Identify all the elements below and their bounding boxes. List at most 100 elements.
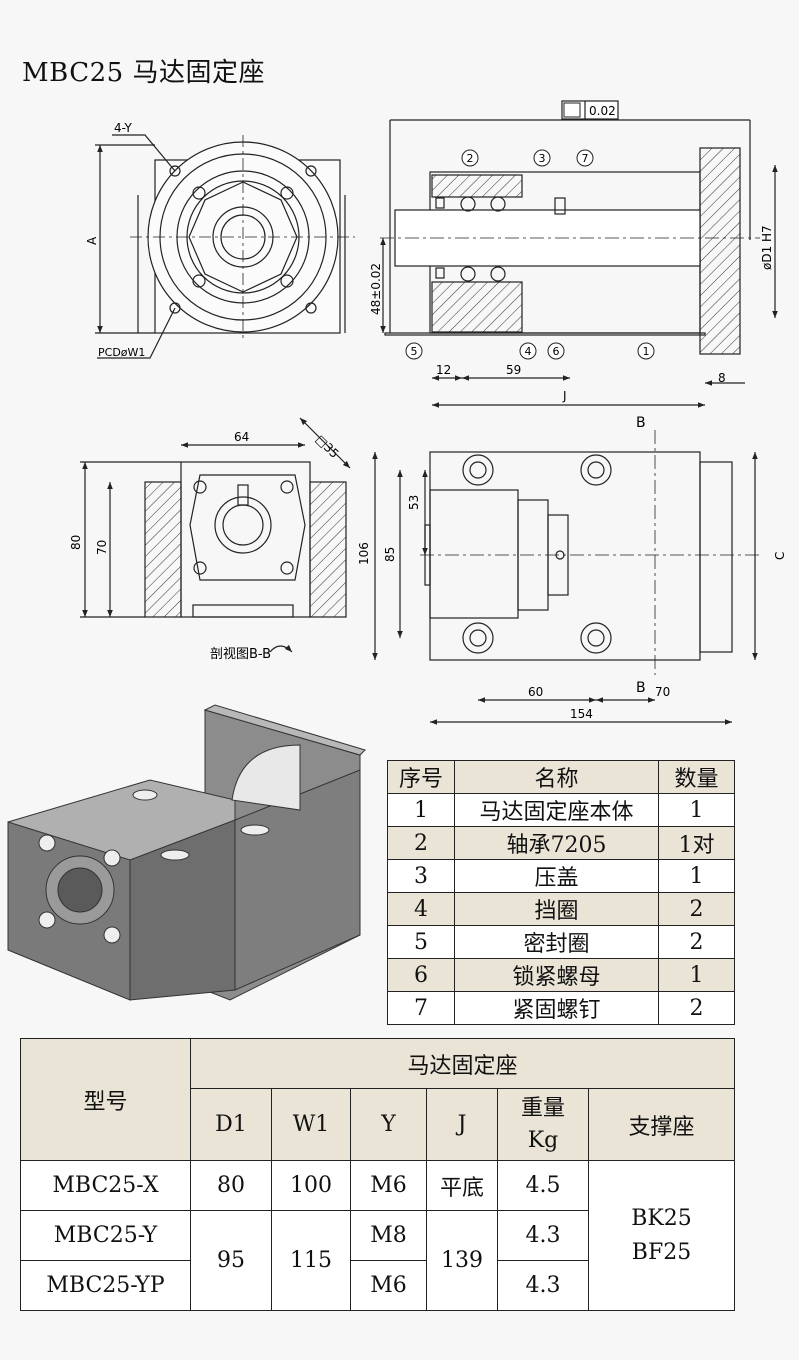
- parts-cell: 紧固螺钉: [454, 991, 659, 1025]
- table-row: 3 压盖 1: [387, 859, 735, 893]
- parts-cell: 1: [387, 793, 455, 827]
- parts-cell: 锁紧螺母: [454, 958, 659, 992]
- cut-b-top: B: [636, 415, 646, 431]
- parts-table: 序号 名称 数量 1 马达固定座本体 1 2 轴承7205 1对 3 压盖 1 …: [387, 760, 735, 1025]
- dim-80-label: 80: [69, 535, 83, 550]
- dim-12-label: 12: [436, 363, 451, 377]
- balloon-5: 5: [411, 345, 418, 358]
- parts-cell: 2: [658, 925, 735, 959]
- balloon-3: 3: [539, 152, 546, 165]
- section-label: 剖视图B-B: [210, 647, 271, 662]
- spec-cell: MBC25-YP: [20, 1260, 191, 1311]
- parts-cell: 挡圈: [454, 892, 659, 926]
- table-row: 7 紧固螺钉 2: [387, 991, 735, 1025]
- page-title: MBC25 马达固定座: [22, 58, 265, 88]
- flatness-value: 0.02: [589, 104, 616, 118]
- table-row: 2 轴承7205 1对: [387, 826, 735, 860]
- pcd-label: PCDøW1: [98, 346, 145, 359]
- part-balloons: [405, 149, 655, 360]
- dim-64-label: 64: [234, 430, 249, 444]
- parts-cell: 压盖: [454, 859, 659, 893]
- technical-drawing: 4-Y PCDøW1 A 0.02 48±0.02 12 59 J 8: [7, 100, 787, 1001]
- parts-cell: 2: [387, 826, 455, 860]
- spec-header-group: 马达固定座: [190, 1038, 735, 1089]
- table-row: 6 锁紧螺母 1: [387, 958, 735, 992]
- parts-cell: 2: [658, 991, 735, 1025]
- dim-154-label: 154: [570, 707, 593, 721]
- spec-cell: M6: [350, 1260, 427, 1311]
- spec-header-w1: W1: [271, 1088, 351, 1161]
- spec-cell: MBC25-Y: [20, 1210, 191, 1261]
- parts-cell: 密封圈: [454, 925, 659, 959]
- flatness-symbol-icon: [563, 102, 581, 118]
- balloon-7: 7: [582, 152, 589, 165]
- bore-label: øD1 H7: [760, 225, 774, 270]
- spec-cell: 139: [426, 1210, 498, 1311]
- parts-cell: 5: [387, 925, 455, 959]
- table-row: 1 马达固定座本体 1: [387, 793, 735, 827]
- spec-header-weight: 重量 Kg: [497, 1088, 589, 1161]
- spec-cell: MBC25-X: [20, 1160, 191, 1211]
- balloon-1: 1: [643, 345, 650, 358]
- dim-j-label: J: [562, 389, 567, 403]
- spec-header-weight-unit: Kg: [527, 1127, 559, 1153]
- parts-cell: 7: [387, 991, 455, 1025]
- parts-cell: 1: [658, 793, 735, 827]
- spec-header-model: 型号: [20, 1038, 191, 1161]
- front-view: [95, 134, 355, 359]
- table-row: MBC25-Y 95 115 M8 139 4.3: [20, 1210, 735, 1311]
- top-view: [372, 430, 760, 725]
- section-bb-view: [80, 417, 351, 653]
- cut-b-bottom: B: [636, 680, 646, 696]
- dim-70-label: 70: [95, 540, 109, 555]
- dim-106-label: 106: [357, 542, 371, 565]
- dim-85-label: 85: [383, 547, 397, 562]
- parts-cell: 6: [387, 958, 455, 992]
- spec-cell: M8: [350, 1210, 427, 1261]
- parts-cell: 轴承7205: [454, 826, 659, 860]
- parts-cell: 3: [387, 859, 455, 893]
- table-row: 5 密封圈 2: [387, 925, 735, 959]
- parts-header-index: 序号: [387, 760, 455, 794]
- spec-table: 型号 马达固定座 D1 W1 Y J 重量 Kg 支撑座 MBC25-X 80 …: [20, 1038, 735, 1311]
- spec-header-d1: D1: [190, 1088, 272, 1161]
- holes-label: 4-Y: [114, 121, 133, 135]
- spec-header-j: J: [426, 1088, 498, 1161]
- balloon-2: 2: [467, 152, 474, 165]
- parts-cell: 马达固定座本体: [454, 793, 659, 827]
- dim-70b-label: 70: [655, 685, 670, 699]
- dim-a-label: A: [85, 236, 99, 245]
- height-label: 48±0.02: [369, 263, 383, 315]
- spec-cell: 95: [190, 1210, 272, 1311]
- spec-cell: 4.5: [497, 1160, 589, 1211]
- table-row: 4 挡圈 2: [387, 892, 735, 926]
- 3d-render-image: [7, 704, 366, 1001]
- balloon-4: 4: [525, 345, 532, 358]
- spec-cell: 平底: [426, 1160, 498, 1211]
- support-bf: BF25: [631, 1239, 692, 1265]
- spec-cell: 115: [271, 1210, 351, 1311]
- spec-header-support: 支撑座: [588, 1088, 735, 1161]
- parts-cell: 4: [387, 892, 455, 926]
- section-view: [380, 100, 778, 408]
- spec-header-y: Y: [350, 1088, 427, 1161]
- dim-60-label: 60: [528, 685, 543, 699]
- balloon-6: 6: [553, 345, 560, 358]
- spec-header-weight-label: 重量: [520, 1095, 565, 1121]
- spec-cell: 4.3: [497, 1210, 589, 1261]
- parts-cell: 1对: [658, 826, 735, 860]
- table-row: MBC25-YP M6 4.3: [20, 1260, 735, 1311]
- table-row: MBC25-X 80 100 M6 平底 4.5 BK25 BF25: [20, 1160, 735, 1311]
- dim-59-label: 59: [506, 363, 521, 377]
- dim-35-label: □35: [313, 432, 342, 461]
- support-bk: BK25: [631, 1205, 692, 1231]
- parts-header-qty: 数量: [658, 760, 735, 794]
- parts-cell: 1: [658, 859, 735, 893]
- parts-header-name: 名称: [454, 760, 659, 794]
- parts-cell: 1: [658, 958, 735, 992]
- dim-c-label: C: [773, 552, 787, 560]
- spec-support-cell: BK25 BF25: [588, 1160, 735, 1311]
- dim-8-label: 8: [718, 371, 726, 385]
- spec-cell: 4.3: [497, 1260, 589, 1311]
- spec-cell: 100: [271, 1160, 351, 1211]
